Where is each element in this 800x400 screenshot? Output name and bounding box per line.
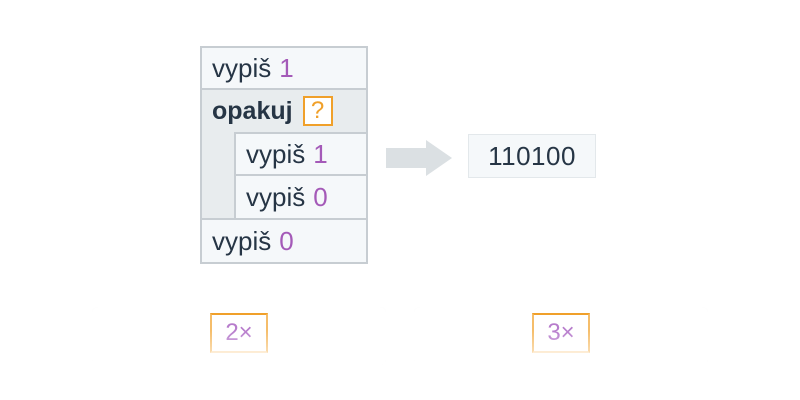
print-statement: vypiš 1 — [202, 48, 366, 90]
answer-option-2x[interactable]: 2× — [92, 307, 386, 365]
command-keyword: vypiš — [246, 181, 306, 212]
print-statement: vypiš 0 — [236, 176, 366, 218]
repeat-block: opakuj ? vypiš 1 vypiš 0 — [202, 90, 366, 220]
print-value: 0 — [313, 181, 328, 212]
command-keyword: opakuj — [212, 96, 293, 125]
print-statement: vypiš 0 — [202, 220, 366, 262]
output-box: 110100 — [468, 134, 596, 178]
answer-slot[interactable]: ? — [302, 96, 333, 126]
command-keyword: vypiš — [246, 138, 306, 169]
print-value: 0 — [279, 225, 294, 256]
answer-label: 3× — [532, 313, 590, 353]
print-value: 1 — [279, 52, 294, 83]
print-value: 1 — [313, 138, 328, 169]
repeat-body: vypiš 1 vypiš 0 — [234, 132, 366, 218]
program-block: vypiš 1 opakuj ? vypiš 1 vypiš 0 vypiš 0 — [200, 46, 368, 264]
arrow-right-icon — [386, 140, 452, 176]
command-keyword: vypiš — [212, 52, 272, 83]
repeat-header: opakuj ? — [202, 90, 366, 132]
command-keyword: vypiš — [212, 225, 272, 256]
answer-option-3x[interactable]: 3× — [414, 307, 708, 365]
answer-label: 2× — [210, 313, 268, 353]
print-statement: vypiš 1 — [236, 134, 366, 176]
